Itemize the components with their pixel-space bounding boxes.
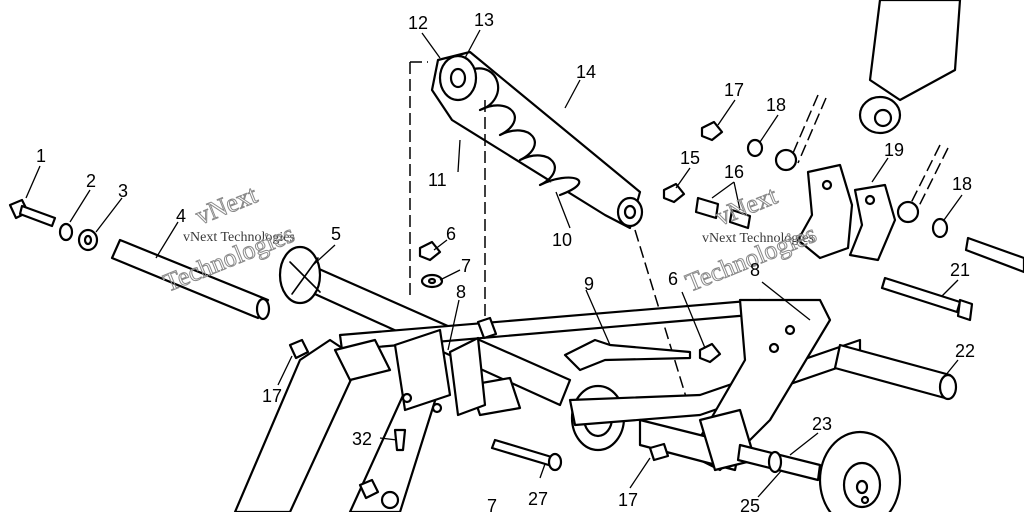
callout-6a: 6 [446, 224, 456, 244]
callout-4: 4 [176, 206, 186, 226]
spring-coil [468, 67, 581, 197]
callout-32: 32 [352, 429, 372, 449]
callout-25: 25 [740, 496, 760, 512]
mounting-bracket [796, 163, 854, 260]
callout-23: 23 [812, 414, 832, 434]
left-hardware [8, 198, 271, 321]
pivot-cup-left [278, 245, 322, 305]
watermark-outline-top-left: vNext [191, 180, 261, 231]
callout-22: 22 [955, 341, 975, 361]
callout-17c: 17 [618, 490, 638, 510]
callout-21: 21 [950, 260, 970, 280]
callout-6b: 6 [668, 269, 678, 289]
callout-7b: 7 [487, 496, 497, 512]
center-hardware [288, 240, 498, 510]
callout-8a: 8 [456, 282, 466, 302]
callout-5: 5 [331, 224, 341, 244]
watermark: vNext Technologies vNext Technologies vN… [159, 179, 821, 298]
callout-2: 2 [86, 171, 96, 191]
nut [700, 120, 724, 142]
callout-12: 12 [408, 13, 428, 33]
callout-18a: 18 [766, 95, 786, 115]
spacer-tube [110, 238, 270, 320]
callout-14: 14 [576, 62, 596, 82]
watermark-text-right: vNext Technologies [702, 231, 814, 246]
shock-absorber [430, 50, 644, 230]
callout-10: 10 [552, 230, 572, 250]
lock-washer [58, 222, 74, 242]
callout-3: 3 [118, 181, 128, 201]
callout-11: 11 [428, 170, 447, 190]
leader-lines [25, 29, 963, 498]
callout-7a: 7 [461, 256, 471, 276]
callout-1: 1 [36, 146, 46, 166]
callout-8b: 8 [750, 260, 760, 280]
watermark-text-left: vNext Technologies [183, 230, 295, 245]
suspension-frame [233, 245, 958, 512]
right-hardware [563, 0, 1024, 372]
callout-16: 16 [724, 162, 744, 182]
callout-19: 19 [884, 140, 904, 160]
callout-15: 15 [680, 148, 700, 168]
pin [563, 338, 692, 372]
callout-labels: 1 2 3 4 5 6 6 7 7 8 8 9 10 11 12 13 14 1… [36, 10, 975, 512]
callout-17b: 17 [262, 386, 282, 406]
callout-9: 9 [584, 274, 594, 294]
idler-wheel [736, 430, 902, 512]
callout-18b: 18 [952, 174, 972, 194]
rear-axle [833, 343, 952, 400]
callout-27: 27 [528, 489, 548, 509]
callout-13: 13 [474, 10, 494, 30]
callout-17a: 17 [724, 80, 744, 100]
